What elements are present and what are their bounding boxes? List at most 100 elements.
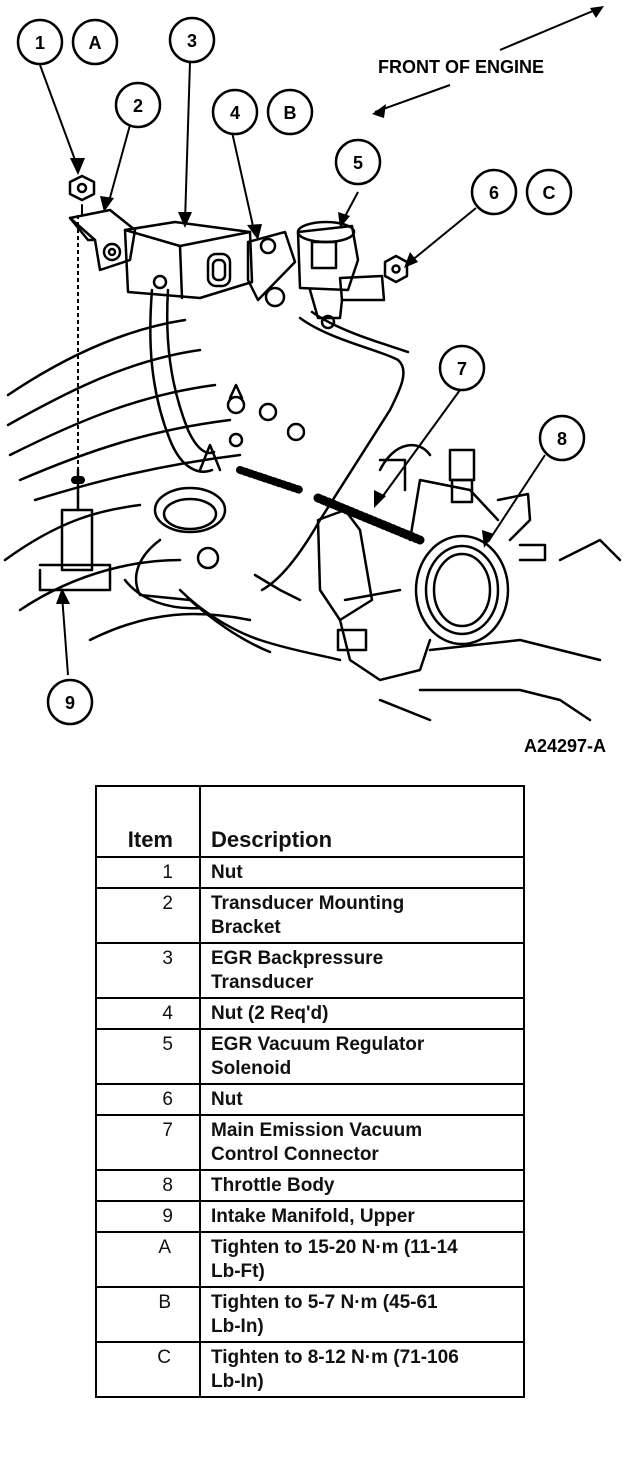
- description-line: Intake Manifold, Upper: [211, 1206, 415, 1227]
- description-line: Lb-Ft): [211, 1261, 265, 1282]
- item-cell: C: [95, 1341, 201, 1398]
- vacuum-hose: [149, 288, 216, 473]
- description-cell: Intake Manifold, Upper: [199, 1200, 525, 1233]
- callout-label-8: 8: [557, 429, 567, 449]
- manifold-bolts: [226, 383, 306, 448]
- table-row: 6 Nut: [95, 1083, 525, 1116]
- callout-label-3: 3: [187, 31, 197, 51]
- leader-lines: [39, 7, 601, 676]
- engine-diagram: 1 A 2 3 4 B 5 6 C 7 8 9 FRONT OF ENGINE …: [3, 6, 622, 756]
- description-column-header: Description: [199, 785, 525, 858]
- egr-vacuum-regulator-solenoid: [296, 220, 386, 330]
- nut-item-6: [383, 254, 409, 284]
- callout-circles: [16, 16, 586, 726]
- callout-label-2: 2: [133, 96, 143, 116]
- item-column-header: Item: [95, 785, 201, 858]
- description-line: EGR Backpressure: [211, 948, 384, 969]
- description-line: EGR Vacuum Regulator: [211, 1034, 425, 1055]
- description-line: Nut: [211, 862, 243, 883]
- callout-circle-8: [538, 414, 586, 462]
- item-cell: 1: [95, 856, 201, 889]
- callout-label-a: A: [89, 33, 102, 53]
- description-cell: Nut (2 Req'd): [199, 997, 525, 1030]
- description-line: Lb-In): [211, 1371, 264, 1392]
- description-line: Tighten to 8-12 N·m (71-106: [211, 1347, 459, 1368]
- description-line: Transducer Mounting: [211, 893, 405, 914]
- description-line: Transducer: [211, 972, 314, 993]
- transducer-mounting-bracket: [68, 208, 297, 308]
- nut-item-1: [68, 174, 96, 216]
- description-line: Nut (2 Req'd): [211, 1003, 329, 1024]
- vacuum-lines: [253, 310, 410, 602]
- callout-label-5: 5: [353, 153, 363, 173]
- egr-backpressure-transducer: [123, 220, 254, 300]
- item-cell: 6: [95, 1083, 201, 1116]
- engine-outline-right: [378, 538, 622, 722]
- callout-label-9: 9: [65, 693, 75, 713]
- intake-manifold-stud: [38, 468, 112, 592]
- callout-label-b: B: [284, 103, 297, 123]
- description-line: Solenoid: [211, 1058, 292, 1079]
- description-line: Tighten to 15-20 N·m (11-14: [211, 1237, 458, 1258]
- description-cell: Nut: [199, 856, 525, 889]
- item-cell: 3: [95, 942, 201, 999]
- description-line: Main Emission Vacuum: [211, 1120, 423, 1141]
- callout-circle-9: [46, 678, 94, 726]
- table-header-row: Item Description: [95, 785, 525, 858]
- table-row: 4 Nut (2 Req'd): [95, 997, 525, 1030]
- callout-circle-b: [266, 88, 314, 136]
- table-row: 8 Throttle Body: [95, 1169, 525, 1202]
- table-row: 9 Intake Manifold, Upper: [95, 1200, 525, 1233]
- description-line: Tighten to 5-7 N·m (45-61: [211, 1292, 438, 1313]
- callout-circle-a: [71, 18, 119, 66]
- intake-manifold-runners: [3, 318, 252, 642]
- figure-id: A24297-A: [524, 736, 606, 756]
- callout-circle-1: [16, 18, 64, 66]
- callout-circle-6: [470, 168, 518, 216]
- callout-label-c: C: [543, 183, 556, 203]
- item-cell: 9: [95, 1200, 201, 1233]
- callout-label-7: 7: [457, 359, 467, 379]
- throttle-body: [378, 443, 547, 646]
- description-line: Throttle Body: [211, 1175, 335, 1196]
- harness-coil: [236, 466, 425, 545]
- description-cell: Nut: [199, 1083, 525, 1116]
- description-line: Nut: [211, 1089, 243, 1110]
- item-cell: 7: [95, 1114, 201, 1171]
- front-of-engine-label: FRONT OF ENGINE: [378, 57, 544, 77]
- callout-circle-2: [114, 81, 162, 129]
- callout-circle-3: [168, 16, 216, 64]
- item-cell: B: [95, 1286, 201, 1343]
- callout-circle-4: [211, 88, 259, 136]
- description-line: Bracket: [211, 917, 281, 938]
- callout-circle-c: [525, 168, 573, 216]
- description-line: Lb-In): [211, 1316, 264, 1337]
- arrow-heads: [56, 6, 604, 604]
- callout-label-4: 4: [230, 103, 240, 123]
- callout-circle-5: [334, 138, 382, 186]
- item-cell: 4: [95, 997, 201, 1030]
- item-cell: A: [95, 1231, 201, 1288]
- item-cell: 8: [95, 1169, 201, 1202]
- table-row: 1 Nut: [95, 856, 525, 889]
- main-emission-connector: [316, 458, 432, 682]
- egr-valve: [123, 443, 342, 662]
- callout-circle-7: [438, 344, 486, 392]
- item-cell: 2: [95, 887, 201, 944]
- callout-label-1: 1: [35, 33, 45, 53]
- callout-label-6: 6: [489, 183, 499, 203]
